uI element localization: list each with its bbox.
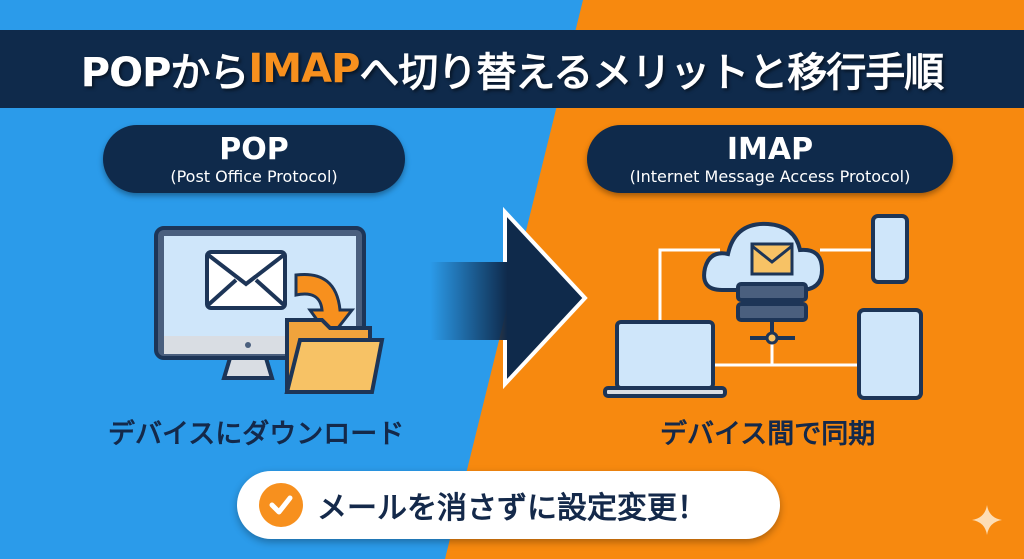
pop-caption: デバイスにダウンロード [108,419,405,450]
cloud-server-icon [702,221,825,345]
smartphone-icon [871,214,909,284]
sync-network-lines [658,248,872,367]
tablet-icon [857,308,923,400]
sparkle-icon [972,505,1002,535]
callout-text: メールを消さずに設定変更！ [317,491,707,526]
callout-banner: メールを消さずに設定変更！ [237,471,780,539]
laptop-icon [603,320,727,398]
checkmark-icon [259,483,303,527]
title-suffix: へ切り替えるメリットと移行手順 [359,50,944,96]
title-prefix: POPから [80,50,250,96]
pop-full-name: (Post Office Protocol) [170,167,338,186]
imap-label-pill: IMAP (Internet Message Access Protocol) [587,125,953,193]
title-highlight: IMAP [248,46,360,92]
transition-arrow-icon [430,206,588,390]
imap-name: IMAP [726,132,814,167]
imap-full-name: (Internet Message Access Protocol) [629,167,911,186]
folder-icon [284,318,385,394]
pop-name: POP [219,132,289,167]
pop-label-pill: POP (Post Office Protocol) [103,125,405,193]
imap-caption: デバイス間で同期 [660,419,876,450]
envelope-icon [205,250,287,310]
